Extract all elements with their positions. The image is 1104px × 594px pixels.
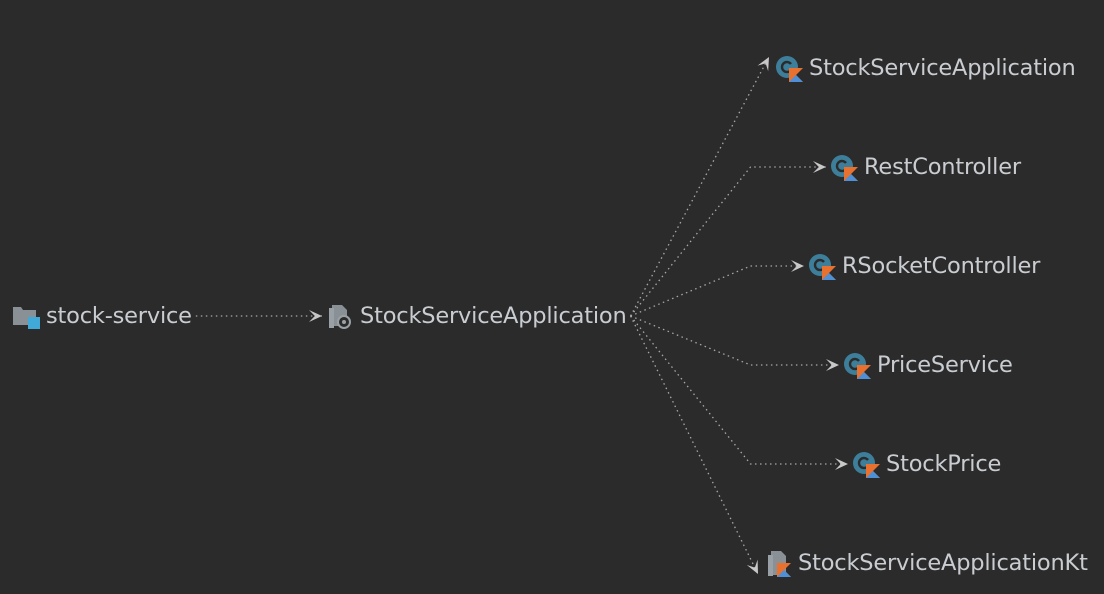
kotlin-class-icon [852, 450, 880, 478]
arrowhead-c3 [791, 260, 804, 272]
kotlin-class-icon [808, 252, 836, 280]
edge-app-to-c2 [630, 166, 826, 317]
kotlin-class-icon [830, 153, 858, 181]
edge-app-to-c6 [629, 315, 759, 575]
node-label: StockServiceApplication [360, 303, 627, 329]
node-rsocketcontroller-class[interactable]: RSocketController [808, 251, 1040, 281]
kotlin-class-icon [775, 54, 803, 82]
node-label: PriceService [877, 352, 1013, 378]
arrowhead-c4 [826, 359, 839, 371]
edge-app-to-c4 [630, 315, 839, 366]
arrowhead-c6 [746, 559, 758, 574]
arrowhead-c1 [757, 57, 769, 72]
spring-boot-app-icon [326, 302, 354, 330]
node-restcontroller-class[interactable]: RestController [830, 152, 1021, 182]
node-label: StockServiceApplication [809, 55, 1076, 81]
edge-app-to-c5 [630, 315, 848, 465]
node-stockserviceapplication-app[interactable]: StockServiceApplication [326, 301, 627, 331]
node-stockprice-class[interactable]: StockPrice [852, 449, 1001, 479]
node-priceservice-class[interactable]: PriceService [843, 350, 1013, 380]
module-folder-icon [12, 302, 40, 330]
node-stockserviceapplicationkt-file[interactable]: StockServiceApplicationKt [764, 548, 1088, 578]
arrowhead-app [309, 310, 322, 322]
kotlin-file-icon [764, 549, 792, 577]
node-stock-service-module[interactable]: stock-service [12, 301, 192, 331]
edge-app-to-c1 [629, 56, 770, 317]
kotlin-class-icon [843, 351, 871, 379]
arrowhead-c2 [813, 161, 826, 173]
node-label: stock-service [46, 303, 192, 329]
arrowhead-c5 [835, 458, 848, 470]
node-label: StockPrice [886, 451, 1002, 477]
node-label: RestController [864, 154, 1021, 180]
edge-app-to-c3 [630, 265, 804, 317]
node-label: StockServiceApplicationKt [798, 550, 1088, 576]
node-label: RSocketController [842, 253, 1041, 279]
node-stockserviceapplication-class[interactable]: StockServiceApplication [775, 53, 1076, 83]
